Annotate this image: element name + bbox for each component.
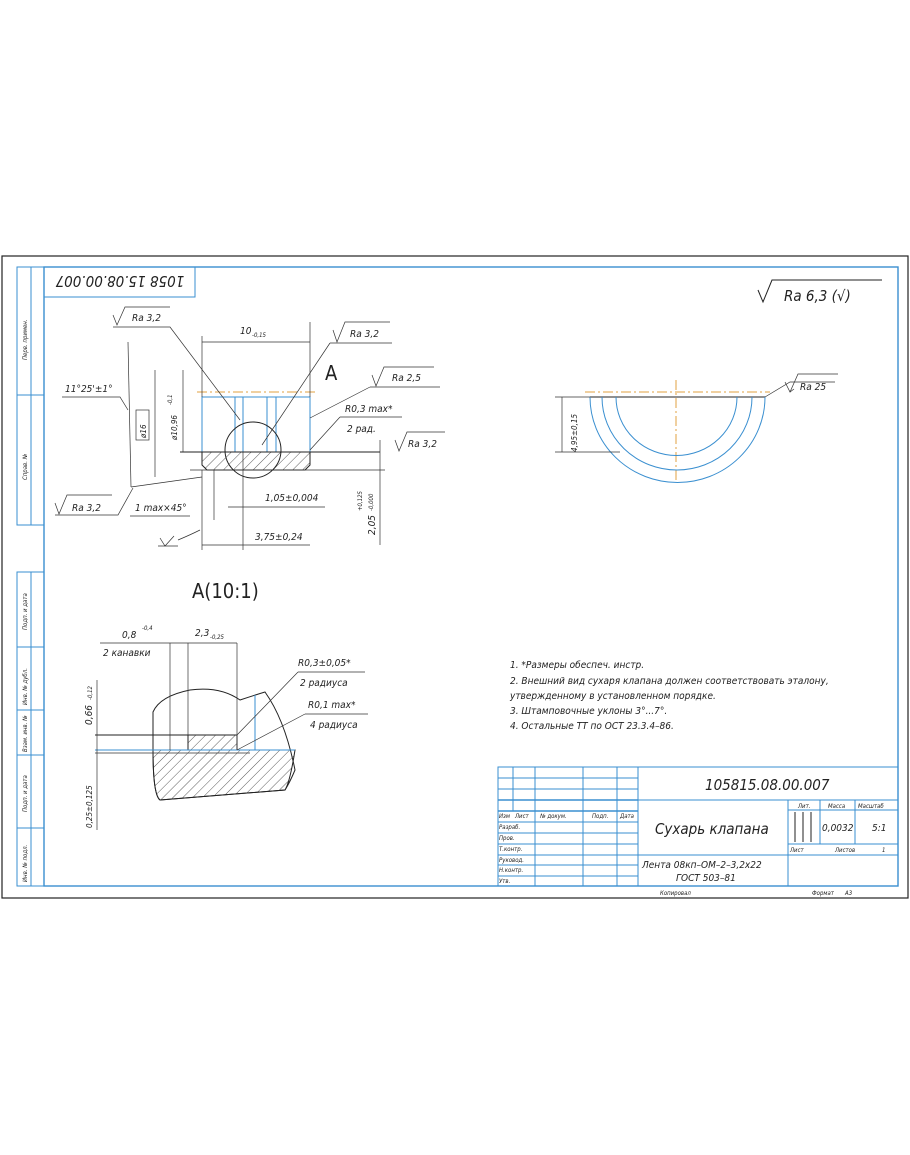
pitch-dim: 2,3	[195, 628, 210, 639]
roughness-label: Ra 2,5	[392, 373, 421, 384]
angle-dim: 11°25'±1°	[65, 384, 113, 395]
radius1: R0,3±0,05*	[298, 658, 351, 669]
chamfer-dim: 1 max×45°	[135, 503, 187, 514]
side-label: Взам. инв. №	[22, 715, 29, 752]
part-name: Сухарь клапана	[655, 820, 769, 838]
side-strip: Перв. примен. Справ. № Подп. и дата Инв.…	[16, 266, 45, 887]
width-tol: -0,15	[252, 332, 267, 339]
scale-value: 5:1	[872, 823, 886, 834]
side-label: Инв. № дубл.	[22, 668, 29, 705]
material: Лента 08кп–ОМ–2–3,2х22	[641, 860, 762, 871]
role-label: Разраб.	[499, 824, 520, 831]
offset-dim: 3,75±0,24	[255, 532, 303, 543]
step-dim: 0,25±0,125	[85, 785, 94, 828]
note-line: 2. Внешний вид сухаря клапана должен соо…	[510, 676, 829, 687]
roughness-symbol-icon	[757, 279, 882, 304]
note-line: 4. Остальные ТТ по ОСТ 23.3.4–86.	[510, 721, 674, 732]
detail-title: A(10:1)	[192, 579, 259, 603]
radius-note: R0,3 max*	[345, 404, 393, 415]
note-line: 1. *Размеры обеспеч. инстр.	[510, 659, 644, 671]
thickness-tol: +0,125	[357, 490, 364, 511]
groove-dim: 1,05±0,004	[265, 493, 319, 504]
width-dim: 10	[240, 326, 252, 337]
groove-width-tol: -0,4	[142, 625, 153, 632]
lit-label: Лит.	[797, 803, 810, 810]
sheet-label: Лист	[789, 847, 805, 854]
note-line: 3. Штамповочные уклоны 3°...7°.	[510, 706, 667, 717]
groove-count: 2 канавки	[103, 648, 151, 659]
outer-border	[1, 255, 909, 899]
roughness-label: Ra 3,2	[132, 313, 161, 324]
side-label: Подп. и дата	[22, 593, 29, 630]
doc-number: 105815.08.00.007	[705, 776, 830, 794]
roughness-label: Ra 3,2	[72, 503, 101, 514]
header-doc: № докум.	[539, 813, 567, 820]
rotated-doc-number: 1058 15.08.00.007	[55, 272, 184, 290]
header-date: Дата	[619, 813, 634, 820]
general-roughness: Ra 6,3 (√)	[784, 287, 851, 305]
roughness-label: Ra 3,2	[408, 439, 437, 450]
side-label: Подп. и дата	[22, 775, 29, 812]
rotated-doc-number-box	[43, 266, 196, 298]
mass-value: 0,0032	[822, 823, 854, 834]
mass-label: Масса	[828, 803, 845, 810]
diameter-ref: ø16	[139, 424, 148, 439]
roughness-label: Ra 25	[800, 382, 826, 393]
detail-a-circle	[224, 421, 282, 479]
scale-label: Масштаб	[858, 803, 884, 810]
groove-width: 0,8	[122, 630, 137, 641]
copied-label: Копировал	[660, 890, 691, 897]
side-view: Ra 25 4,95±0,15	[555, 373, 838, 483]
radius2: R0,1 max*	[308, 700, 356, 711]
title-block: 105815.08.00.007 Изм Лист № докум. Подп.…	[497, 766, 899, 897]
thickness-tol: -0,000	[368, 493, 375, 511]
role-label: Руковод.	[499, 857, 524, 864]
side-label: Инв. № подл.	[22, 845, 29, 882]
radius2-count: 4 радиуса	[310, 720, 358, 731]
radius1-count: 2 радиуса	[300, 678, 348, 689]
side-label: Справ. №	[22, 453, 29, 480]
diameter-inner: ø10,96	[170, 415, 179, 441]
role-label: Т.контр.	[499, 846, 522, 853]
sheets-value: 1	[882, 847, 885, 854]
roughness-label: Ra 3,2	[350, 329, 379, 340]
section-mark-a: A	[325, 361, 338, 385]
side-label: Перв. примен.	[22, 319, 29, 360]
depth-tol: -0,12	[87, 685, 94, 700]
header-list: Лист	[514, 813, 530, 820]
radius-count: 2 рад.	[347, 424, 376, 435]
format-label: Формат	[812, 890, 835, 897]
header-sign: Подп.	[592, 813, 608, 820]
format-value: A3	[844, 890, 853, 897]
role-label: Пров.	[499, 835, 515, 842]
note-line: утвержденному в установленном порядке.	[509, 691, 716, 702]
technical-notes: 1. *Размеры обеспеч. инстр. 2. Внешний в…	[509, 659, 829, 732]
depth-dim: 0,66	[84, 705, 95, 725]
pitch-tol: -0,25	[210, 634, 225, 641]
role-label: Утв.	[499, 878, 510, 885]
main-view: 10 -0,15 A Ra 3,2 Ra 3,2 Ra 2,5 R0,3 max…	[54, 306, 445, 550]
role-label: Н.контр.	[499, 867, 523, 874]
sheets-label: Листов	[834, 847, 855, 854]
detail-a: A(10:1) 0,8 -0,4 2 канавки 2,3 -0,25 R0,…	[84, 579, 368, 830]
material-standard: ГОСТ 503–81	[676, 873, 736, 884]
thickness-dim: 2,05	[367, 515, 378, 535]
header-izm: Изм	[499, 813, 510, 820]
roughness-unmachined-icon	[158, 529, 201, 547]
height-dim: 4,95±0,15	[570, 414, 579, 452]
diameter-inner-tol: -0,1	[167, 394, 174, 405]
